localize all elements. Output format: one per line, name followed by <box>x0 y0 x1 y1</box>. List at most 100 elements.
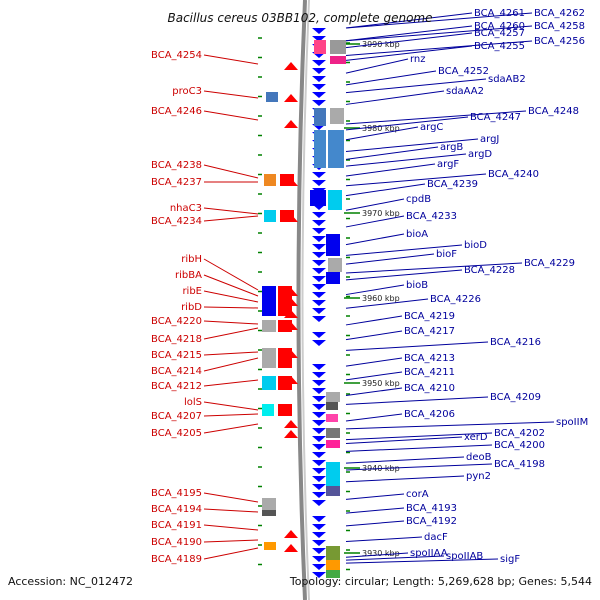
gene-label-sdaAA2: sdaAA2 <box>446 86 484 97</box>
gene-label-BCA_4246: BCA_4246 <box>151 106 202 117</box>
forward-gene-block <box>262 286 276 316</box>
reverse-gene-arrow <box>312 212 326 218</box>
reverse-gene-block <box>326 440 340 448</box>
reverse-gene-arrow <box>312 300 326 306</box>
forward-gene-block <box>262 510 276 516</box>
kbp-tick-label: 3960 kbp <box>362 294 400 303</box>
gene-label-ribH: ribH <box>181 254 202 265</box>
gene-leader-line <box>345 475 465 483</box>
gene-leader-line <box>203 54 259 65</box>
forward-gene-block <box>264 174 276 186</box>
gene-label-BCA_4191: BCA_4191 <box>151 520 202 531</box>
reverse-gene-block <box>326 486 340 496</box>
gene-leader-line <box>345 444 493 452</box>
reverse-gene-arrow <box>312 548 326 554</box>
gene-label-BCA_4195: BCA_4195 <box>151 488 202 499</box>
gene-label-BCA_4206: BCA_4206 <box>404 409 455 420</box>
gene-label-bioA: bioA <box>406 229 428 240</box>
gene-leader-line <box>345 116 469 131</box>
forward-gene-block <box>278 376 292 390</box>
reverse-gene-arrow <box>312 372 326 378</box>
reverse-gene-arrow <box>312 452 326 458</box>
gene-label-BCA_4207: BCA_4207 <box>151 411 202 422</box>
gene-label-BCA_4260: BCA_4260 <box>474 21 525 32</box>
gene-leader-line <box>203 290 259 303</box>
gene-leader-line <box>345 153 467 167</box>
forward-gene-block <box>262 320 276 332</box>
gene-leader-line <box>203 357 259 372</box>
reverse-gene-block <box>328 190 342 210</box>
gene-leader-line <box>345 371 403 381</box>
forward-gene-arrow <box>284 62 298 70</box>
gene-leader-line <box>345 25 533 42</box>
gene-label-BCA_4237: BCA_4237 <box>151 177 202 188</box>
reverse-gene-block <box>310 190 326 206</box>
gene-label-BCA_4219: BCA_4219 <box>404 311 455 322</box>
gene-label-rnz: rnz <box>410 54 426 65</box>
reverse-gene-arrow <box>312 92 326 98</box>
reverse-gene-arrow <box>312 388 326 394</box>
gene-label-BCA_4262: BCA_4262 <box>534 8 585 19</box>
reverse-gene-block <box>328 258 342 272</box>
gene-label-BCA_4220: BCA_4220 <box>151 316 202 327</box>
gene-leader-line <box>345 183 426 197</box>
gene-label-BCA_4248: BCA_4248 <box>528 106 579 117</box>
gene-leader-line <box>345 558 499 564</box>
gene-label-argD: argD <box>468 149 492 160</box>
gene-label-BCA_4257: BCA_4257 <box>474 28 525 39</box>
kbp-tick-label: 3950 kbp <box>362 379 400 388</box>
reverse-gene-arrow <box>312 76 326 82</box>
gene-leader-line <box>345 110 527 125</box>
gene-label-BCA_4239: BCA_4239 <box>427 179 478 190</box>
forward-gene-block <box>264 210 276 222</box>
gene-leader-line <box>345 146 439 160</box>
reverse-gene-arrow <box>312 84 326 90</box>
reverse-gene-arrow <box>312 476 326 482</box>
gene-leader-line <box>345 520 405 527</box>
reverse-gene-arrow <box>312 436 326 442</box>
gene-leader-line <box>345 507 405 514</box>
gene-label-BCA_4228: BCA_4228 <box>464 265 515 276</box>
gene-leader-line <box>345 58 409 74</box>
reverse-gene-arrow <box>312 412 326 418</box>
reverse-gene-arrow <box>312 484 326 490</box>
gene-label-BCA_4229: BCA_4229 <box>524 258 575 269</box>
reverse-gene-arrow <box>312 564 326 570</box>
reverse-gene-arrow <box>312 340 326 346</box>
gene-leader-line <box>203 539 259 543</box>
reverse-gene-block <box>314 40 326 54</box>
gene-label-BCA_4258: BCA_4258 <box>534 21 585 32</box>
reverse-gene-arrow <box>312 492 326 498</box>
gene-leader-line <box>345 90 445 105</box>
reverse-gene-arrow <box>312 556 326 562</box>
gene-label-BCA_4247: BCA_4247 <box>470 112 521 123</box>
reverse-gene-arrow <box>312 292 326 298</box>
gene-leader-line <box>345 233 405 246</box>
gene-label-BCA_4192: BCA_4192 <box>406 516 457 527</box>
reverse-gene-block <box>326 570 340 578</box>
gene-label-BCA_4190: BCA_4190 <box>151 537 202 548</box>
genome-title: Bacillus cereus 03BB102, complete genome <box>168 11 433 25</box>
gene-leader-line <box>345 198 405 211</box>
gene-leader-line <box>345 432 493 441</box>
reverse-gene-arrow <box>312 36 326 42</box>
gene-leader-line <box>345 387 403 396</box>
gene-leader-line <box>345 253 435 265</box>
gene-leader-line <box>345 357 403 367</box>
gene-leader-line <box>345 536 423 543</box>
gene-label-BCA_4210: BCA_4210 <box>404 383 455 394</box>
reverse-gene-arrow <box>312 268 326 274</box>
gene-leader-line <box>345 12 533 29</box>
forward-gene-block <box>262 376 276 390</box>
forward-gene-block <box>278 286 292 316</box>
gene-label-argC: argC <box>420 122 443 133</box>
reverse-gene-arrow <box>312 396 326 402</box>
reverse-gene-arrow <box>312 276 326 282</box>
gene-leader-line <box>345 436 463 445</box>
reverse-gene-arrow <box>312 316 326 322</box>
forward-gene-block <box>266 92 278 102</box>
forward-gene-arrow <box>284 544 298 552</box>
gene-leader-line <box>345 413 403 422</box>
gene-label-BCA_4200: BCA_4200 <box>494 440 545 451</box>
